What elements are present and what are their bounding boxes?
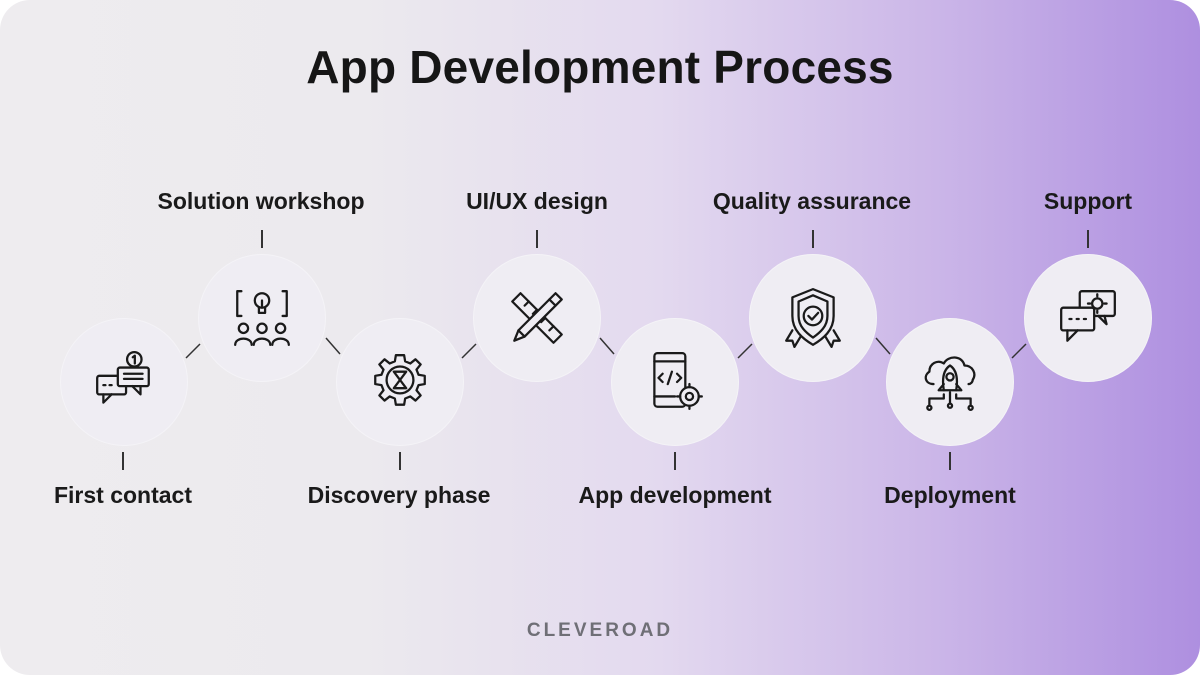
step-discovery-phase — [336, 318, 464, 446]
step-tick — [674, 452, 676, 470]
chat-notification-icon — [96, 350, 150, 404]
page-title: App Development Process — [306, 41, 894, 93]
step-app-development — [611, 318, 739, 446]
step-tick — [261, 230, 263, 248]
step-label: App development — [578, 482, 772, 508]
step-label: Deployment — [884, 482, 1016, 508]
step-label: Discovery phase — [307, 482, 491, 508]
pencil-ruler-icon — [511, 292, 563, 344]
gear-hourglass-icon — [374, 354, 426, 406]
support-chat-gear-icon — [1060, 290, 1116, 342]
brand-logo: CLEVEROAD — [526, 620, 674, 641]
step-deployment — [886, 318, 1014, 446]
step-tick — [399, 452, 401, 470]
shield-check-icon — [785, 287, 841, 349]
step-label: First contact — [53, 482, 193, 508]
team-idea-icon — [234, 290, 290, 346]
step-tick — [949, 452, 951, 470]
step-label: UI/UX design — [466, 188, 608, 214]
step-label: Solution workshop — [157, 188, 365, 214]
mobile-code-gear-icon — [653, 351, 703, 410]
cloud-rocket-icon — [924, 356, 976, 411]
step-first-contact — [60, 318, 188, 446]
step-label: Quality assurance — [712, 188, 912, 214]
step-tick — [122, 452, 124, 470]
step-ui-ux-design — [473, 254, 601, 382]
step-label: Support — [1043, 188, 1133, 214]
step-quality-assurance — [749, 254, 877, 382]
step-solution-workshop — [198, 254, 326, 382]
step-tick — [812, 230, 814, 248]
step-tick — [536, 230, 538, 248]
step-tick — [1087, 230, 1089, 248]
step-support — [1024, 254, 1152, 382]
